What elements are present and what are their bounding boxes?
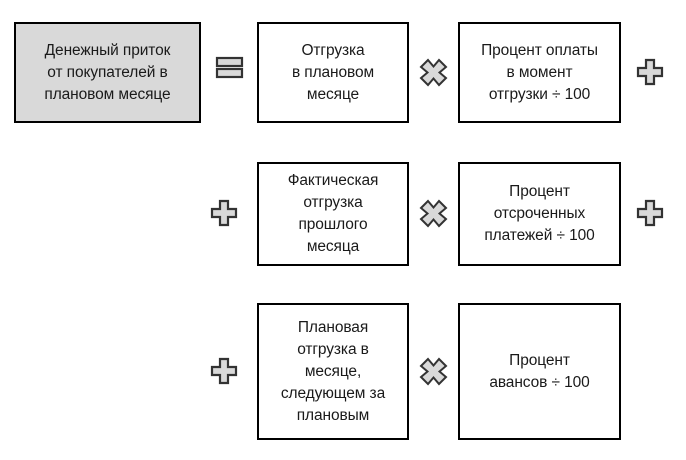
- factor-node-shipment-plan-month[interactable]: Отгрузка в плановом месяце: [257, 22, 409, 123]
- plus-icon: [210, 199, 238, 227]
- factor-node-label: Плановая отгрузка в месяце, следующем за…: [280, 318, 386, 424]
- multiply-icon: [419, 58, 448, 87]
- plus-icon: [636, 199, 664, 227]
- factor-node-label: Процент оплаты в момент отгрузки ÷ 100: [481, 41, 598, 103]
- factor-node-label: Процент авансов ÷ 100: [489, 351, 590, 391]
- factor-node-payment-percent-at-shipment[interactable]: Процент оплаты в момент отгрузки ÷ 100: [458, 22, 621, 123]
- result-node-cash-inflow[interactable]: Денежный приток от покупателей в планово…: [14, 22, 201, 123]
- plus-icon: [210, 357, 238, 385]
- multiply-icon: [419, 357, 448, 386]
- factor-node-label: Процент отсроченных платежей ÷ 100: [484, 183, 595, 244]
- factor-node-label: Фактическая отгрузка прошлого месяца: [287, 172, 379, 255]
- equals-icon: [215, 56, 244, 79]
- factor-node-deferred-payments-percent[interactable]: Процент отсроченных платежей ÷ 100: [458, 162, 621, 266]
- factor-node-actual-shipment-last-month[interactable]: Фактическая отгрузка прошлого месяца: [257, 162, 409, 266]
- factor-node-advances-percent[interactable]: Процент авансов ÷ 100: [458, 303, 621, 440]
- plus-icon: [636, 58, 664, 86]
- factor-node-planned-shipment-next-month[interactable]: Плановая отгрузка в месяце, следующем за…: [257, 303, 409, 440]
- multiply-icon: [419, 199, 448, 228]
- result-node-label: Денежный приток от покупателей в планово…: [44, 41, 171, 103]
- factor-node-label: Отгрузка в плановом месяце: [291, 41, 375, 103]
